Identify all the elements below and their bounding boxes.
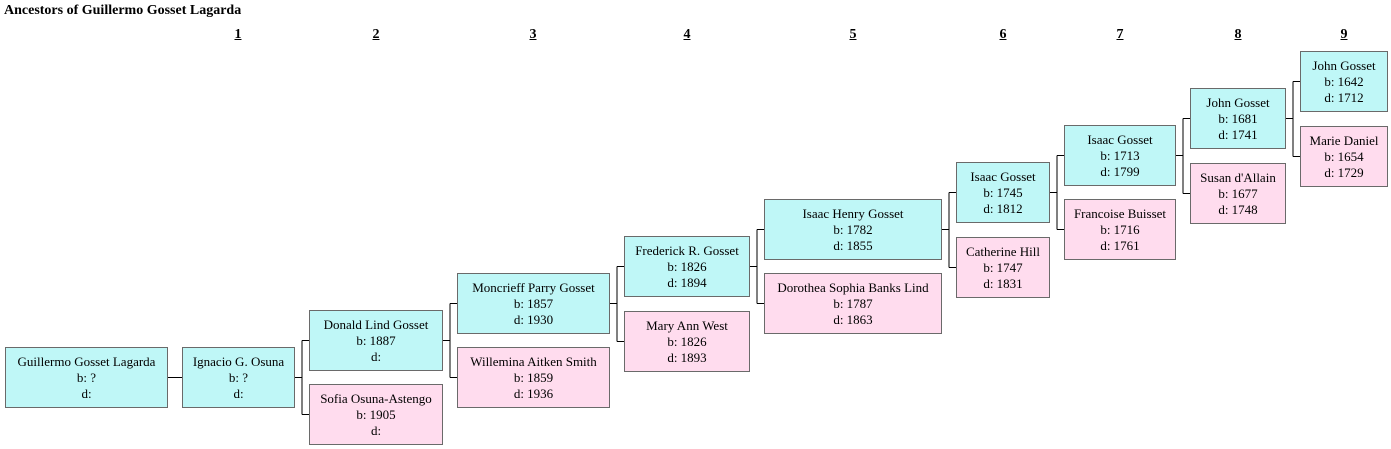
person-name: John Gosset (1206, 94, 1270, 110)
person-death: d: 1741 (1218, 126, 1258, 142)
generation-header-2: 2 (372, 27, 380, 42)
generation-header-6: 6 (999, 27, 1007, 42)
person-name: Ignacio G. Osuna (192, 353, 285, 369)
person-box[interactable]: Dorothea Sophia Banks Lind b: 1787 d: 18… (764, 273, 942, 334)
person-name: Donald Lind Gosset (323, 316, 429, 332)
person-death: d: (370, 348, 382, 364)
person-birth: b: 1887 (356, 332, 396, 348)
person-name: Isaac Gosset (1087, 131, 1153, 147)
person-birth: b: ? (76, 369, 97, 385)
person-box[interactable]: Francoise Buisset b: 1716 d: 1761 (1064, 199, 1176, 260)
person-box[interactable]: Catherine Hill b: 1747 d: 1831 (956, 237, 1050, 298)
person-name: Catherine Hill (965, 243, 1040, 259)
person-death: d: 1930 (513, 311, 554, 327)
person-name: Frederick R. Gosset (635, 242, 739, 258)
person-death: d: 1761 (1100, 237, 1140, 253)
person-box[interactable]: Isaac Gosset b: 1745 d: 1812 (956, 162, 1050, 223)
person-name: Willemina Aitken Smith (470, 353, 597, 369)
person-death: d: 1936 (513, 385, 554, 401)
person-box[interactable]: Marie Daniel b: 1654 d: 1729 (1300, 126, 1388, 187)
generation-header-3: 3 (529, 27, 537, 42)
person-name: Isaac Gosset (970, 168, 1036, 184)
person-birth: b: 1859 (513, 369, 554, 385)
person-birth: b: 1745 (983, 184, 1023, 200)
person-name: Sofia Osuna-Astengo (320, 390, 432, 406)
person-death: d: 1831 (983, 275, 1023, 291)
person-birth: b: 1713 (1100, 147, 1140, 163)
generation-header-7: 7 (1116, 27, 1124, 42)
person-name: Marie Daniel (1309, 132, 1379, 148)
person-name: Isaac Henry Gosset (802, 205, 904, 221)
person-name: John Gosset (1312, 57, 1376, 73)
person-box[interactable]: Guillermo Gosset Lagarda b: ? d: (5, 347, 168, 408)
person-death: d: (233, 385, 244, 401)
person-box[interactable]: Willemina Aitken Smith b: 1859 d: 1936 (457, 347, 610, 408)
person-birth: b: ? (228, 369, 249, 385)
person-box[interactable]: Ignacio G. Osuna b: ? d: (182, 347, 295, 408)
person-death: d: 1894 (667, 274, 707, 290)
person-death: d: (81, 385, 92, 401)
person-box[interactable]: Sofia Osuna-Astengo b: 1905 d: (309, 384, 443, 445)
person-box[interactable]: Isaac Henry Gosset b: 1782 d: 1855 (764, 199, 942, 260)
generation-header-9: 9 (1340, 27, 1348, 42)
person-birth: b: 1747 (983, 259, 1023, 275)
person-birth: b: 1905 (356, 406, 396, 422)
person-death: d: 1893 (667, 349, 707, 365)
person-birth: b: 1654 (1324, 148, 1364, 164)
person-box[interactable]: John Gosset b: 1681 d: 1741 (1190, 88, 1286, 149)
person-name: Moncrieff Parry Gosset (472, 279, 595, 295)
person-box[interactable]: Mary Ann West b: 1826 d: 1893 (624, 311, 750, 372)
person-birth: b: 1787 (833, 295, 873, 311)
person-death: d: 1812 (983, 200, 1023, 216)
person-death: d: (370, 422, 382, 438)
person-box[interactable]: Donald Lind Gosset b: 1887 d: (309, 310, 443, 371)
person-birth: b: 1857 (513, 295, 554, 311)
person-birth: b: 1826 (667, 333, 707, 349)
person-name: Susan d'Allain (1200, 169, 1276, 185)
person-box[interactable]: Moncrieff Parry Gosset b: 1857 d: 1930 (457, 273, 610, 334)
page-title: Ancestors of Guillermo Gosset Lagarda (4, 3, 242, 18)
person-box[interactable]: Isaac Gosset b: 1713 d: 1799 (1064, 125, 1176, 186)
person-death: d: 1729 (1324, 164, 1364, 180)
generation-header-8: 8 (1234, 27, 1242, 42)
person-birth: b: 1681 (1218, 110, 1258, 126)
person-name: Guillermo Gosset Lagarda (17, 353, 156, 369)
person-death: d: 1855 (833, 237, 873, 253)
generation-header-5: 5 (849, 27, 857, 42)
person-death: d: 1712 (1324, 89, 1364, 105)
person-birth: b: 1677 (1218, 185, 1258, 201)
person-death: d: 1863 (833, 311, 873, 327)
person-death: d: 1748 (1218, 201, 1258, 217)
person-birth: b: 1716 (1100, 221, 1140, 237)
person-death: d: 1799 (1100, 163, 1140, 179)
person-birth: b: 1826 (667, 258, 707, 274)
person-name: Mary Ann West (646, 317, 728, 333)
person-birth: b: 1782 (833, 221, 873, 237)
person-name: Francoise Buisset (1073, 205, 1167, 221)
person-box[interactable]: Frederick R. Gosset b: 1826 d: 1894 (624, 236, 750, 297)
person-birth: b: 1642 (1324, 73, 1364, 89)
person-name: Dorothea Sophia Banks Lind (777, 279, 929, 295)
person-box[interactable]: Susan d'Allain b: 1677 d: 1748 (1190, 163, 1286, 224)
generation-header-1: 1 (234, 27, 242, 42)
person-box[interactable]: John Gosset b: 1642 d: 1712 (1300, 51, 1388, 112)
generation-header-4: 4 (683, 27, 691, 42)
